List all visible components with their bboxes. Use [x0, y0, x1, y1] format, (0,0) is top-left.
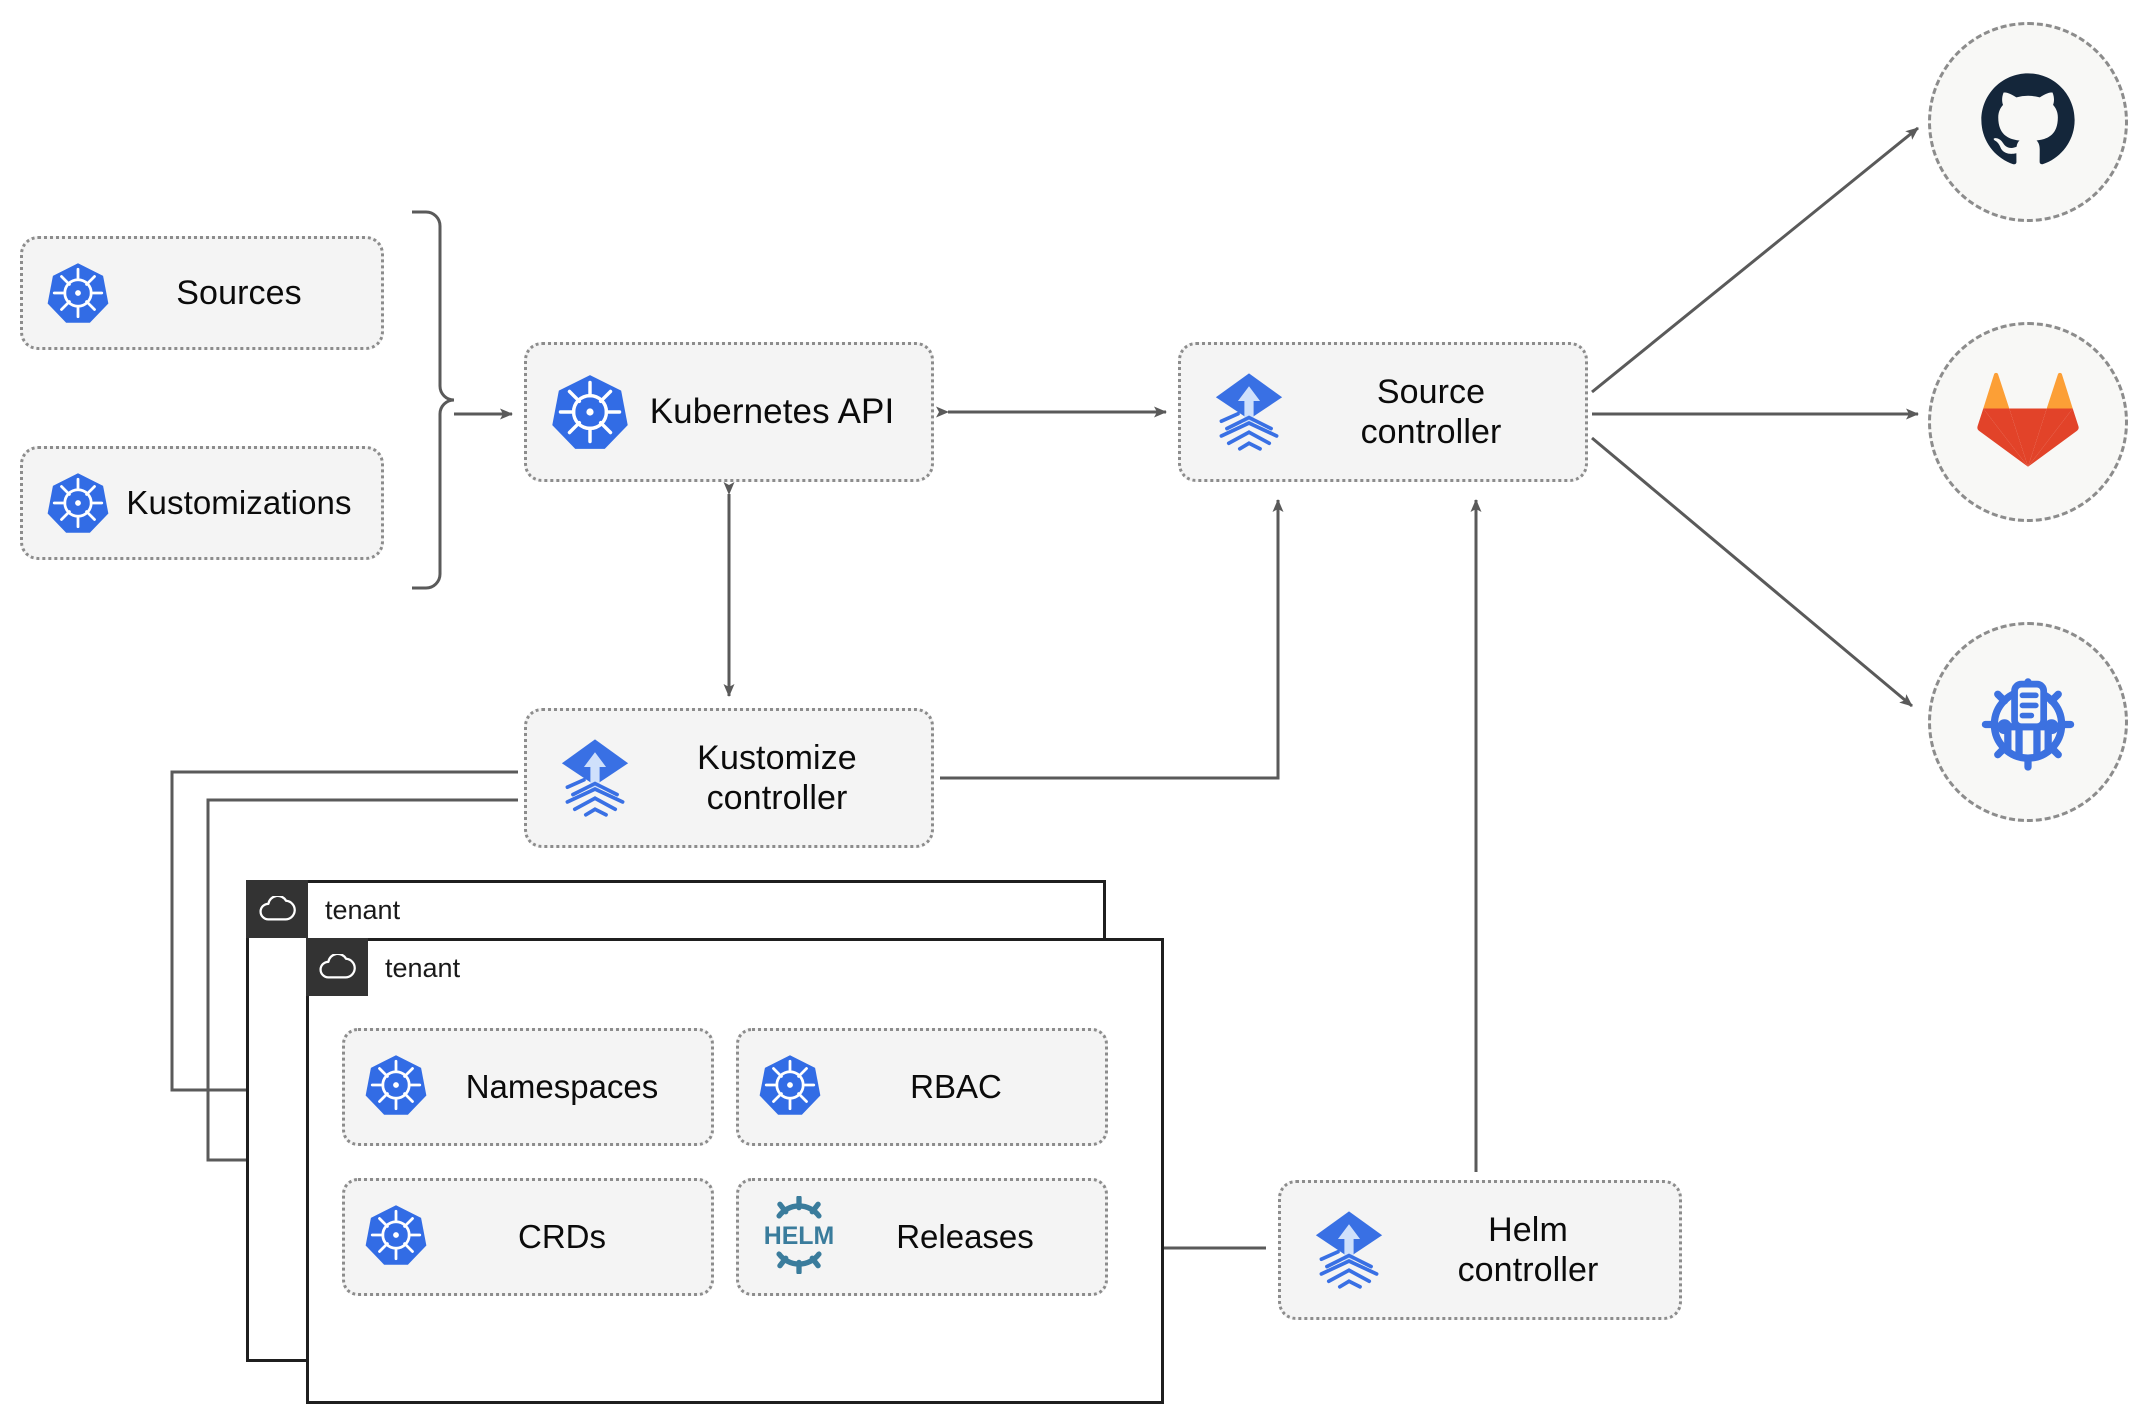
edge-source-github — [1591, 126, 1919, 394]
github-icon — [1975, 67, 2081, 178]
edge-source-helmrepo — [1591, 436, 1913, 708]
cloud-icon — [306, 938, 368, 996]
tenant-label: tenant — [325, 895, 401, 925]
node-label: Source controller — [1360, 372, 1502, 451]
helm-icon: HELM — [757, 1194, 841, 1279]
resource-label: CRDs — [518, 1218, 606, 1255]
kubernetes-icon — [363, 1202, 429, 1273]
resource-rbac[interactable]: RBAC — [736, 1028, 1108, 1146]
node-label: Kubernetes API — [649, 392, 895, 432]
node-label: Kustomize controller — [697, 738, 857, 817]
resource-crds[interactable]: CRDs — [342, 1178, 714, 1296]
cloud-icon — [246, 880, 308, 938]
tenant-label: tenant — [385, 953, 461, 983]
custom-resources-bracket — [412, 210, 455, 590]
provider-helm-repository[interactable] — [1928, 622, 2128, 822]
helm-wordmark: HELM — [764, 1222, 834, 1250]
kubernetes-icon — [45, 260, 111, 326]
node-sources[interactable]: Sources — [20, 236, 384, 350]
node-helm-controller[interactable]: Helm controller — [1278, 1180, 1682, 1320]
provider-github[interactable] — [1928, 22, 2128, 222]
kubernetes-icon — [363, 1052, 429, 1123]
edge-kustomize-to-source — [940, 499, 1284, 780]
node-kustomize-controller[interactable]: Kustomize controller — [524, 708, 934, 848]
node-label: Kustomizations — [126, 483, 352, 521]
flux-icon — [1203, 366, 1295, 458]
kubernetes-icon — [757, 1052, 823, 1123]
node-kubernetes-api[interactable]: Kubernetes API — [524, 342, 934, 482]
kubernetes-icon — [45, 470, 111, 536]
flux-icon — [549, 732, 641, 824]
gitlab-icon — [1976, 371, 2080, 474]
flux-icon — [1303, 1204, 1395, 1296]
resource-namespaces[interactable]: Namespaces — [342, 1028, 714, 1146]
node-label: Sources — [176, 273, 302, 312]
node-source-controller[interactable]: Source controller — [1178, 342, 1588, 482]
node-kustomizations[interactable]: Kustomizations — [20, 446, 384, 560]
resource-label: Releases — [896, 1218, 1034, 1255]
kubernetes-icon — [549, 371, 631, 453]
node-label: Helm controller — [1457, 1210, 1599, 1289]
resource-label: RBAC — [910, 1068, 1002, 1105]
helm-repository-icon — [1972, 664, 2084, 781]
resource-releases[interactable]: HELM Releases — [736, 1178, 1108, 1296]
provider-gitlab[interactable] — [1928, 322, 2128, 522]
tenant-container-front[interactable]: tenant — [306, 938, 1164, 1404]
resource-label: Namespaces — [465, 1068, 659, 1105]
